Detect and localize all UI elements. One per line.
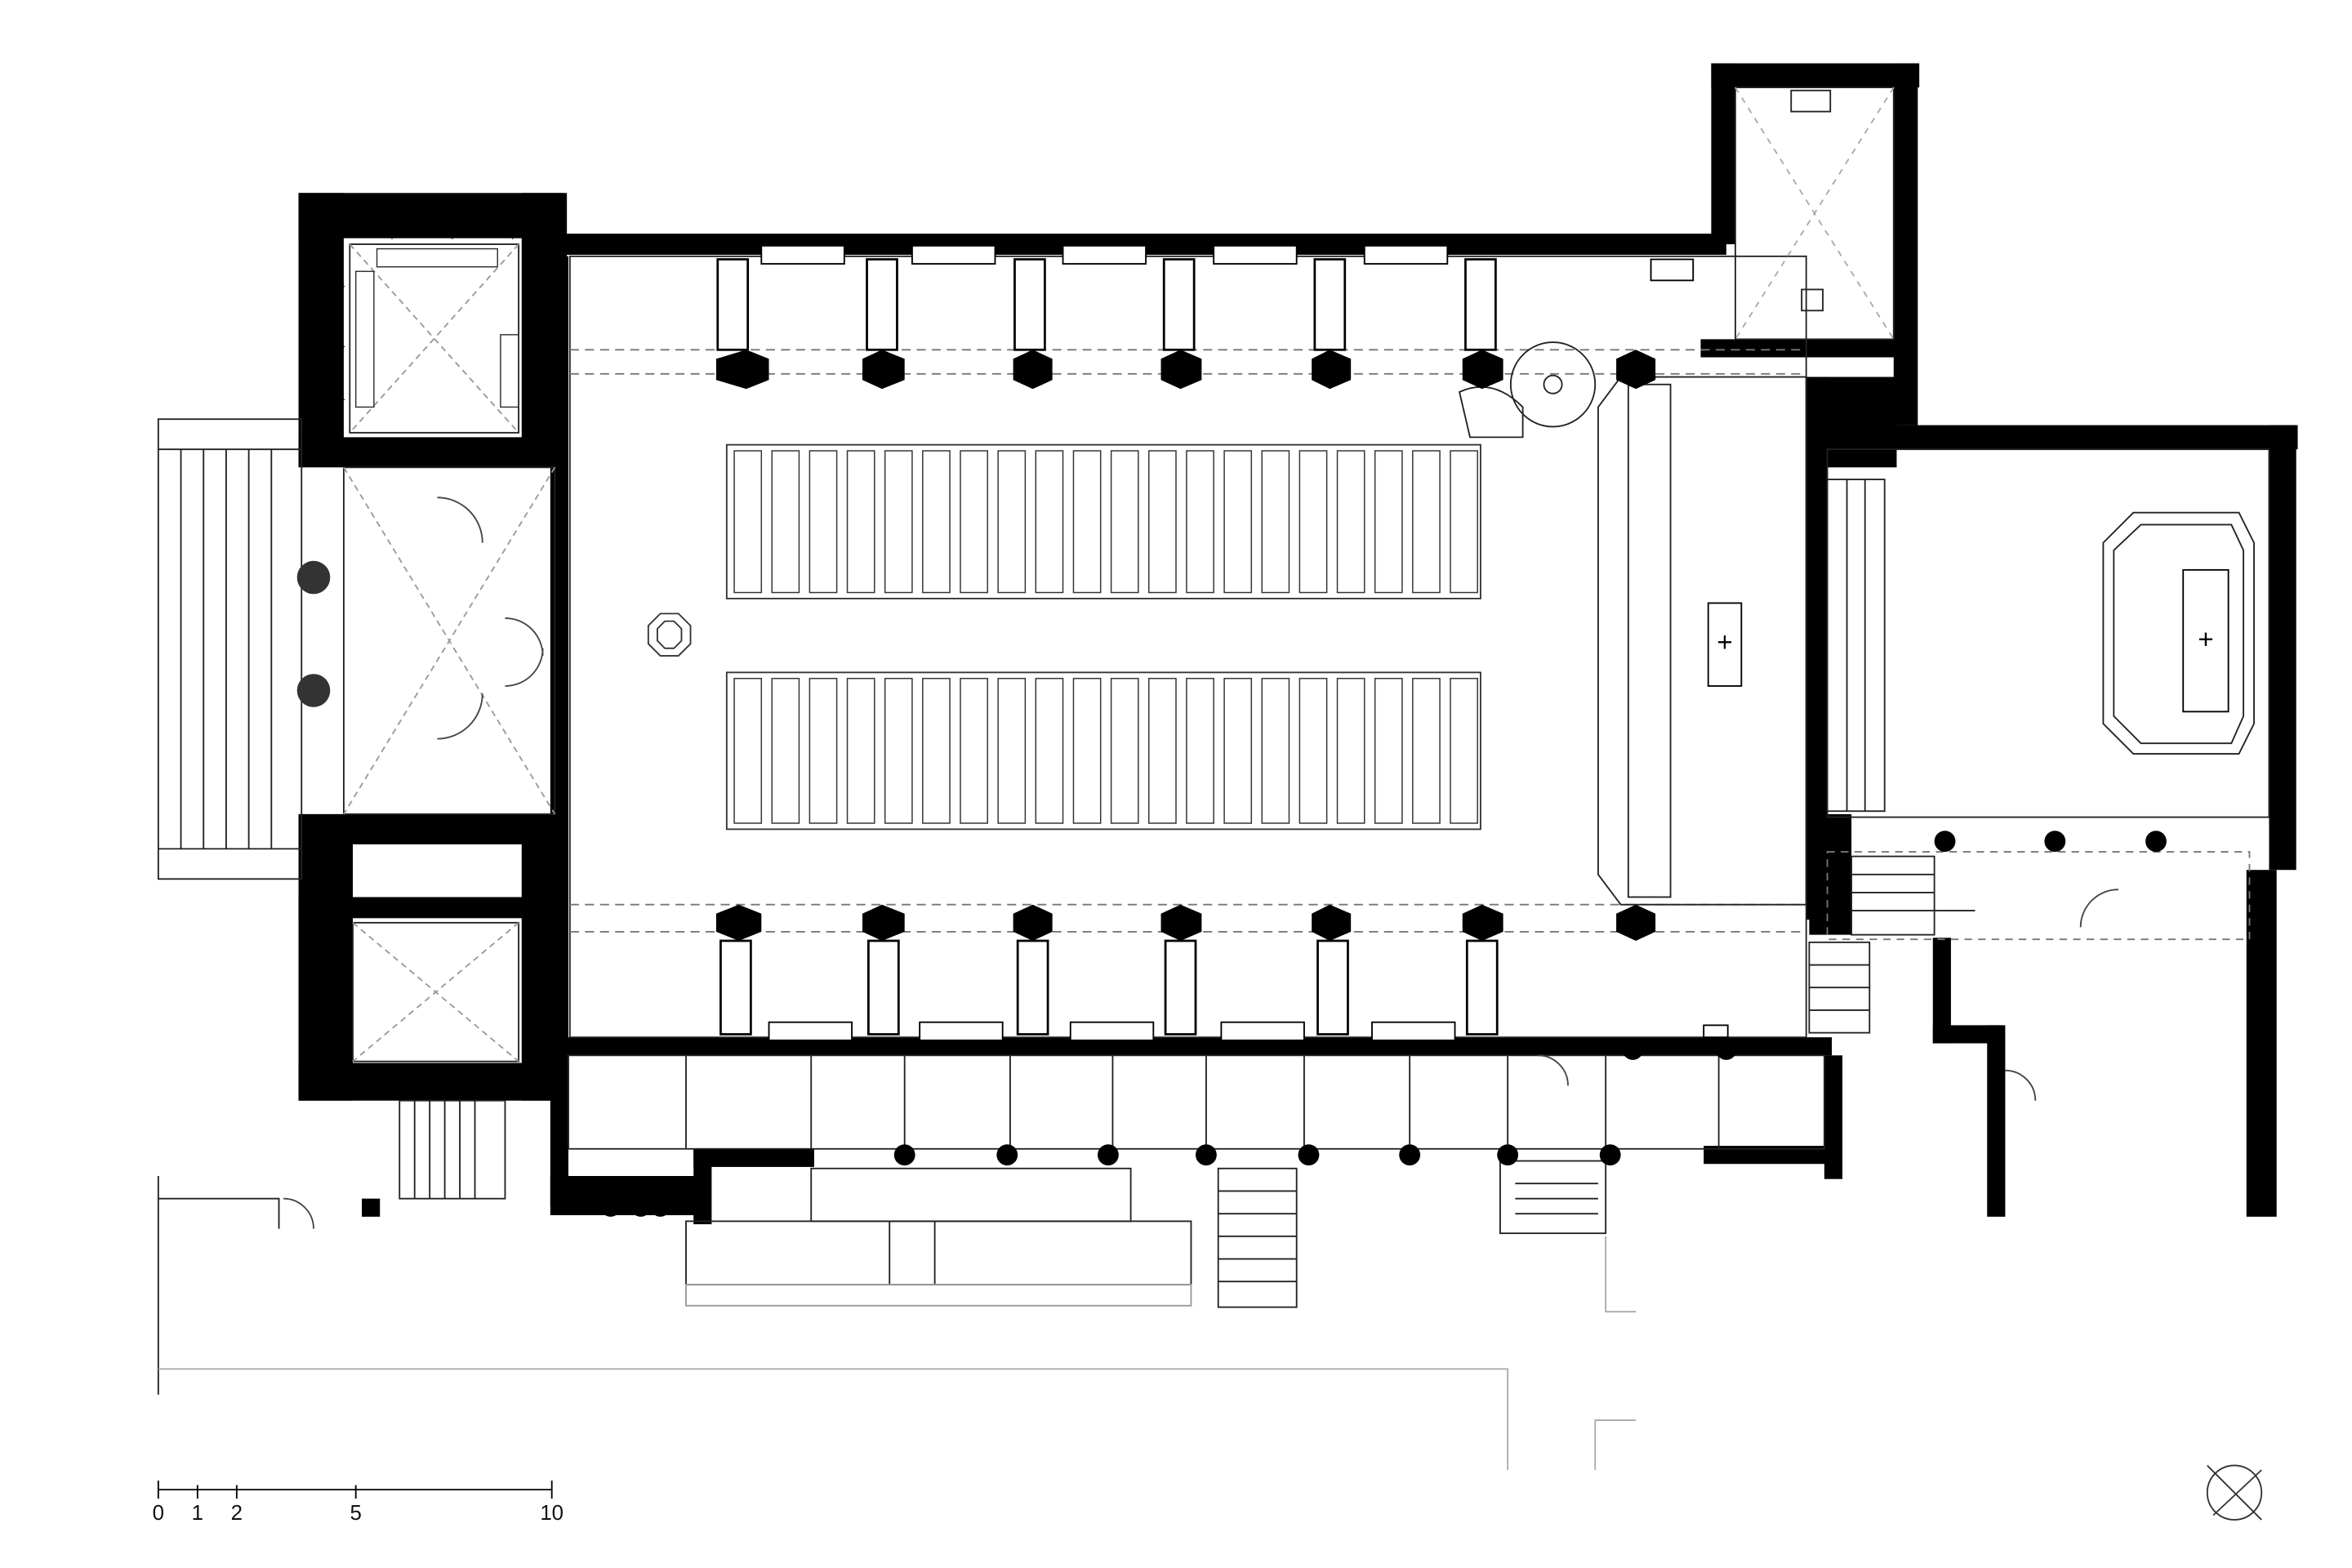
main-altar: +: [1707, 602, 1743, 687]
pew: [1072, 678, 1102, 824]
pew: [1412, 678, 1441, 824]
pew: [922, 678, 951, 824]
pew: [1223, 678, 1253, 824]
pew: [1035, 450, 1064, 594]
scale-label-0: 0: [153, 1502, 164, 1525]
pew: [1336, 678, 1365, 824]
pew: [771, 678, 800, 824]
pew: [808, 450, 838, 594]
pew: [997, 678, 1027, 824]
pew: [1110, 678, 1139, 824]
scale-label-2: 2: [231, 1502, 243, 1525]
baptismal-font: [647, 612, 692, 657]
pew: [846, 678, 875, 824]
scale-labels: 0 1 2 5 10: [153, 1502, 564, 1525]
nave-columns-north: [715, 350, 1656, 390]
gallery-columns: [599, 351, 2167, 1217]
tower-benches: [354, 247, 519, 408]
pew: [733, 450, 763, 594]
pew: [1035, 678, 1064, 824]
pew: [960, 450, 988, 594]
pew: [1261, 678, 1290, 824]
pew: [884, 450, 913, 594]
pew: [922, 450, 951, 594]
aisle-piers: [716, 258, 1499, 1036]
pew: [1072, 450, 1102, 594]
pew: [1148, 678, 1177, 824]
pew: [1223, 450, 1253, 594]
pew: [1148, 450, 1177, 594]
pew-rows: [733, 450, 1478, 824]
door-swings: [283, 497, 2118, 1229]
pew: [1374, 678, 1403, 824]
scale-label-1: 1: [192, 1502, 203, 1525]
pew: [733, 678, 763, 824]
pew: [1186, 450, 1214, 594]
pew: [960, 678, 988, 824]
north-arrow-icon: [2206, 1464, 2263, 1521]
scale-label-10: 10: [540, 1502, 564, 1525]
scale-label-5: 5: [350, 1502, 362, 1525]
pew: [1336, 450, 1365, 594]
narthex-pillars: [296, 560, 331, 707]
tower-buttresses: [309, 203, 528, 1094]
pews-south-block: [725, 671, 1481, 831]
pew: [997, 450, 1027, 594]
pew: [884, 678, 913, 824]
pew: [1298, 450, 1328, 594]
pew: [1450, 450, 1478, 594]
pew: [1261, 450, 1290, 594]
altar-cross-icon: +: [1717, 628, 1732, 658]
window-sills: [760, 245, 1729, 1041]
pew: [1374, 450, 1403, 594]
pew: [808, 678, 838, 824]
chapel-altar: +: [2182, 568, 2230, 713]
pew: [1412, 450, 1441, 594]
scale-bar: [157, 1480, 553, 1499]
pew: [771, 450, 800, 594]
pews-north-block: [725, 443, 1481, 599]
pew: [1298, 678, 1328, 824]
pew: [1450, 678, 1478, 824]
vault-lines: [343, 243, 556, 1062]
pew: [846, 450, 875, 594]
altar-cross-icon: +: [2198, 625, 2213, 655]
pew: [1110, 450, 1139, 594]
outer-walls: [298, 63, 2298, 1225]
pew: [1186, 678, 1214, 824]
